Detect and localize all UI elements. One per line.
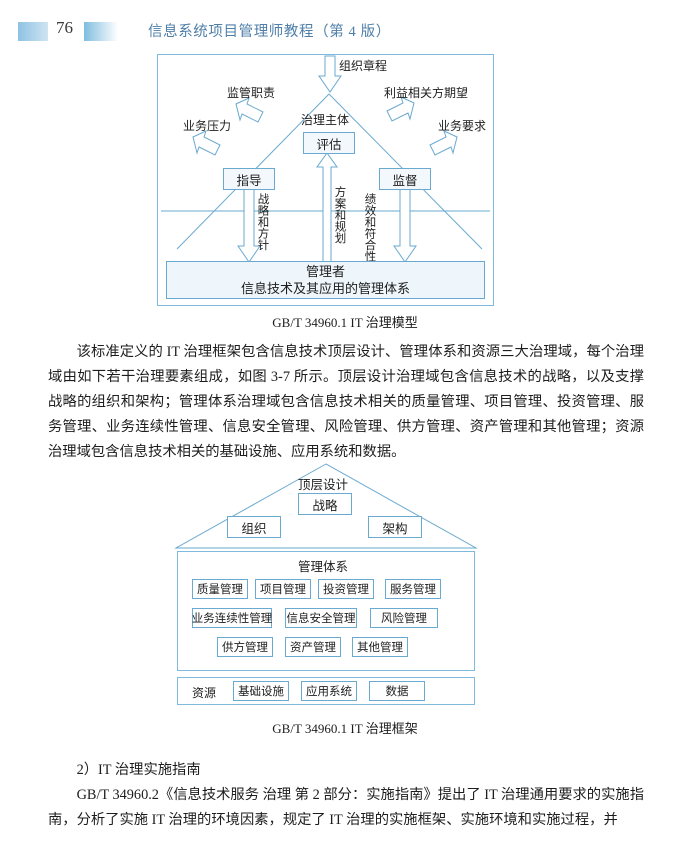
box-quality-management: 质量管理 <box>192 579 248 599</box>
figure2-caption: GB/T 34960.1 IT 治理框架 <box>272 721 418 736</box>
box-other-management: 其他管理 <box>352 637 408 657</box>
box-asset-management: 资产管理 <box>285 637 341 657</box>
label-governance-subject: 治理主体 <box>301 113 350 127</box>
header-swatch-left <box>18 22 48 41</box>
label-supervisory-duty: 监管职责 <box>227 86 276 100</box>
book-title: 信息系统项目管理师教程（第 4 版） <box>148 24 391 40</box>
box-business-continuity-management: 业务连续性管理 <box>192 608 272 628</box>
label-performance-and-compliance: 绩效和符合性 <box>363 193 376 262</box>
box-infrastructure: 基础设施 <box>233 681 289 701</box>
box-organization: 组织 <box>227 516 281 538</box>
section-heading-it-governance-implementation-guide: 2）IT 治理实施指南 <box>76 762 201 778</box>
box-monitor: 监督 <box>379 168 431 190</box>
label-resource: 资源 <box>192 686 217 700</box>
box-service-management: 服务管理 <box>385 579 441 599</box>
label-management-system: 管理体系 <box>298 560 349 574</box>
page-number: 76 <box>56 18 73 37</box>
label-stakeholder-expectation: 利益相关方期望 <box>384 86 469 100</box>
box-investment-management: 投资管理 <box>318 579 374 599</box>
box-manager: 管理者 信息技术及其应用的管理体系 <box>166 261 485 299</box>
figure-it-governance-framework: 顶层设计 战略 组织 架构 管理体系 质量管理 项目管理 投资管理 服务管理 业… <box>170 462 482 707</box>
figure1-caption: GB/T 34960.1 IT 治理模型 <box>272 315 418 330</box>
paragraph-governance-framework: 该标准定义的 IT 治理框架包含信息技术顶层设计、管理体系和资源三大治理域，每个… <box>48 344 644 460</box>
label-organization-charter: 组织章程 <box>339 59 388 73</box>
figure2-roof <box>174 463 478 549</box>
box-architecture: 架构 <box>368 516 422 538</box>
box-risk-management: 风险管理 <box>370 608 438 628</box>
box-supplier-management: 供方管理 <box>217 637 273 657</box>
page-header: 76 信息系统项目管理师教程（第 4 版） <box>0 18 690 50</box>
header-swatch-right <box>84 22 118 41</box>
manager-title: 管理者 <box>305 264 345 279</box>
figure-it-governance-model: 组织章程 监管职责 业务压力 利益相关方期望 业务要求 治理主体 评估 指导 监… <box>157 54 494 306</box>
box-strategy: 战略 <box>298 493 352 515</box>
box-project-management: 项目管理 <box>255 579 311 599</box>
paragraph-implementation-guide: GB/T 34960.2《信息技术服务 治理 第 2 部分：实施指南》提出了 I… <box>48 787 644 828</box>
box-information-security-management: 信息安全管理 <box>285 608 357 628</box>
label-plan-and-planning: 方案和规划 <box>333 186 346 244</box>
box-application-system: 应用系统 <box>301 681 357 701</box>
figure1-lines <box>161 55 490 265</box>
box-data: 数据 <box>369 681 425 701</box>
label-business-requirement: 业务要求 <box>438 119 487 133</box>
label-top-level-design: 顶层设计 <box>298 478 349 492</box>
label-business-pressure: 业务压力 <box>183 119 232 133</box>
box-direct: 指导 <box>223 168 275 190</box>
box-evaluate: 评估 <box>303 132 355 154</box>
manager-subtitle: 信息技术及其应用的管理体系 <box>240 281 410 296</box>
label-strategy-and-policy: 战略和方针 <box>256 193 269 251</box>
